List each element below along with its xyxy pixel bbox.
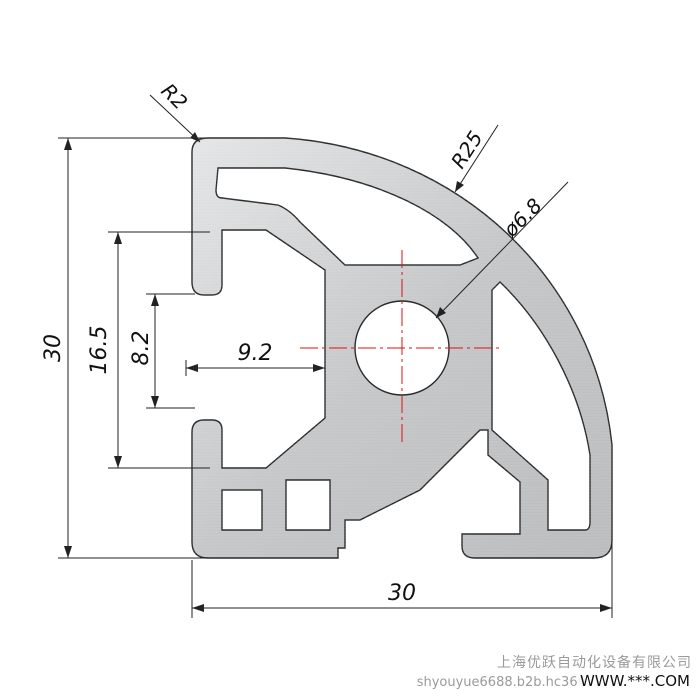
slot-span-label: 16.5 — [87, 326, 112, 375]
dimension-width: 30 — [191, 540, 613, 618]
dimension-slot-span: 16.5 — [87, 231, 210, 469]
watermark-site: WWW.***.COM — [577, 672, 692, 690]
leader-r2: R2 — [149, 79, 201, 143]
slot-opening-label: 8.2 — [129, 331, 154, 366]
dimension-slot-opening: 8.2 — [129, 293, 195, 409]
dimension-height: 30 — [41, 137, 205, 559]
dimension-slot-depth: 9.2 — [185, 341, 325, 376]
watermark-url: shyouyue6688.b2b.hc360. — [416, 675, 590, 690]
slot-depth-label: 9.2 — [238, 341, 273, 366]
r2-label: R2 — [156, 79, 192, 115]
width-label: 30 — [388, 581, 416, 606]
height-label: 30 — [41, 334, 66, 362]
watermark-company: 上海优跃自动化设备有限公司 — [497, 655, 692, 671]
center-lines — [300, 250, 500, 445]
